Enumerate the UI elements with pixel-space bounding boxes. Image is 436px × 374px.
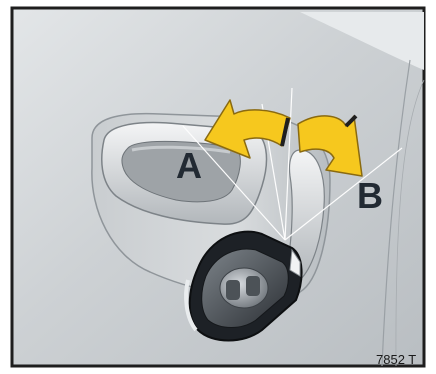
mirror-switch-left-pad [226, 280, 240, 300]
mirror-switch-right-pad [246, 276, 260, 296]
figure-code: 7852 T [376, 352, 416, 367]
callout-label-a: A [176, 145, 202, 186]
callout-label-b: B [357, 175, 383, 216]
